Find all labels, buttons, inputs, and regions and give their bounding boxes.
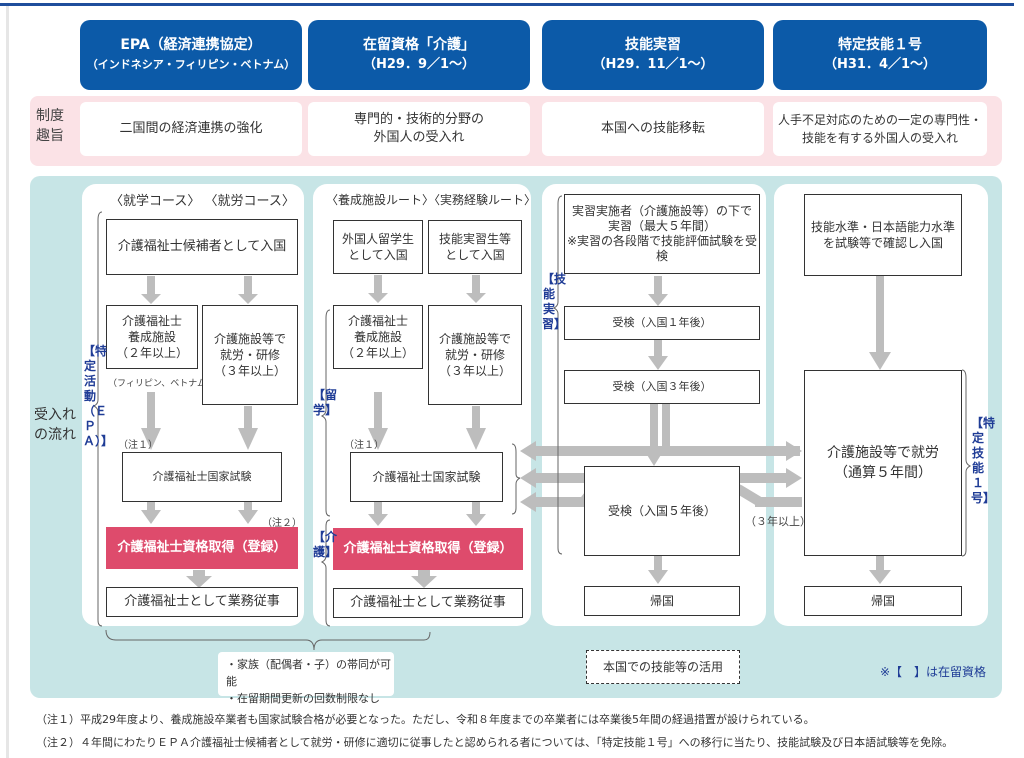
epa-entry-box: 介護福祉士候補者として入国 <box>106 219 298 275</box>
tokutei-entry-box: 技能水準・日本語能力水準 を試験等で確認し入国 <box>804 194 962 276</box>
ginou-training-box: 実習実施者（介護施設等）の下で 実習（最大５年間） ※実習の各段階で技能評価試験… <box>564 194 760 274</box>
header-ginou: 技能実習 （H29．11／1～） <box>542 20 764 90</box>
epa-work-box: 介護施設等で 就労・研修 （３年以上） <box>202 305 298 405</box>
top-rule <box>0 3 1014 6</box>
ginou-exam3-box: 受検（入国３年後） <box>564 370 760 404</box>
header-tokutei-title: 特定技能１号 <box>838 37 922 53</box>
ginou-years-note: （３年以上） <box>745 515 811 528</box>
epa-note2: （注２） <box>262 518 302 529</box>
footnote-1: （注１）平成29年度より、養成施設卒業者も国家試験合格が必要となった。ただし、令… <box>36 713 815 726</box>
epa-note1: （注１） <box>118 440 158 451</box>
ginou-exam5-box: 受検（入国５年後） <box>584 466 740 556</box>
header-ginou-date: （H29．11／1～） <box>592 57 714 72</box>
epa-courses: 〈就学コース〉 〈就労コース〉 <box>110 194 295 209</box>
epa-school-box: 介護福祉士 養成施設 （２年以上） <box>106 305 198 369</box>
tokutei-return-box: 帰国 <box>804 586 962 616</box>
flow-label: 受入れ の流れ <box>34 407 76 443</box>
kaigo-trainee-entry-box: 技能実習生等 として入国 <box>428 220 522 274</box>
tokutei-status-tag: 【特定技能１号】 <box>971 416 996 505</box>
header-epa-title: EPA（経済連携協定） <box>120 37 262 53</box>
kaigo-student-entry-box: 外国人留学生 として入国 <box>333 220 423 274</box>
kaigo-job-box: 介護福祉士として業務従事 <box>333 588 523 618</box>
kaigo-study-tag: 【留学】 <box>313 388 338 417</box>
header-epa: EPA（経済連携協定） （インドネシア・フィリピン・ベトナム） <box>80 20 302 90</box>
ginou-return-box: 帰国 <box>584 586 740 616</box>
epa-job-box: 介護福祉士として業務従事 <box>106 587 298 617</box>
kaigo-school-box: 介護福祉士 養成施設 （２年以上） <box>333 305 423 369</box>
purpose-kaigo: 専門的・技術的分野の 外国人の受入れ <box>308 102 530 156</box>
ginou-exam1-box: 受検（入国１年後） <box>564 306 760 340</box>
header-tokutei: 特定技能１号 （H31．4／1～） <box>773 20 987 90</box>
kaigo-qualify-box: 介護福祉士資格取得（登録） <box>333 528 523 570</box>
header-epa-subtitle: （インドネシア・フィリピン・ベトナム） <box>86 58 296 71</box>
kaigo-note1: （注１） <box>344 440 384 451</box>
header-tokutei-date: （H31．4／1～） <box>823 57 937 72</box>
kaigo-work-box: 介護施設等で 就労・研修 （３年以上） <box>428 305 522 405</box>
epa-school-note: （フィリピン、ベトナム） <box>108 379 216 389</box>
header-kaigo-date: （H29．9／1～） <box>362 57 476 72</box>
header-kaigo: 在留資格「介護」 （H29．9／1～） <box>308 20 530 90</box>
family-info: ・家族（配偶者・子）の帯同が可能 ・在留期間更新の回数制限なし <box>218 652 394 705</box>
footnote-2: （注２）４年間にわたりＥＰＡ介護福祉士候補者として就労・研修に適切に従事したと認… <box>36 736 954 749</box>
left-rule <box>6 6 9 758</box>
epa-exam-box: 介護福祉士国家試験 <box>122 452 282 502</box>
tokutei-work-box: 介護施設等で就労 （通算５年間） <box>804 370 962 556</box>
epa-qualify-box: 介護福祉士資格取得（登録） <box>106 527 298 569</box>
purpose-tokutei: 人手不足対応のための一定の専門性・ 技能を有する外国人の受入れ <box>773 102 987 156</box>
header-kaigo-title: 在留資格「介護」 <box>363 37 475 53</box>
home-country-box: 本国での技能等の活用 <box>586 650 740 684</box>
purpose-label: 制度 趣旨 <box>36 108 64 144</box>
epa-status-tag: 【特定活動（ＥＰＡ）】 <box>83 344 113 448</box>
kaigo-exam-box: 介護福祉士国家試験 <box>350 452 503 502</box>
kaigo-routes: 〈養成施設ルート〉〈実務経験ルート〉 <box>326 193 537 207</box>
legend-note: ※【 】は在留資格 <box>880 665 987 679</box>
ginou-status-tag: 【技能実習】 <box>542 272 567 331</box>
kaigo-status-tag: 【介護】 <box>313 530 338 559</box>
purpose-epa: 二国間の経済連携の強化 <box>80 102 302 156</box>
purpose-ginou: 本国への技能移転 <box>542 102 764 156</box>
header-ginou-title: 技能実習 <box>625 37 681 53</box>
